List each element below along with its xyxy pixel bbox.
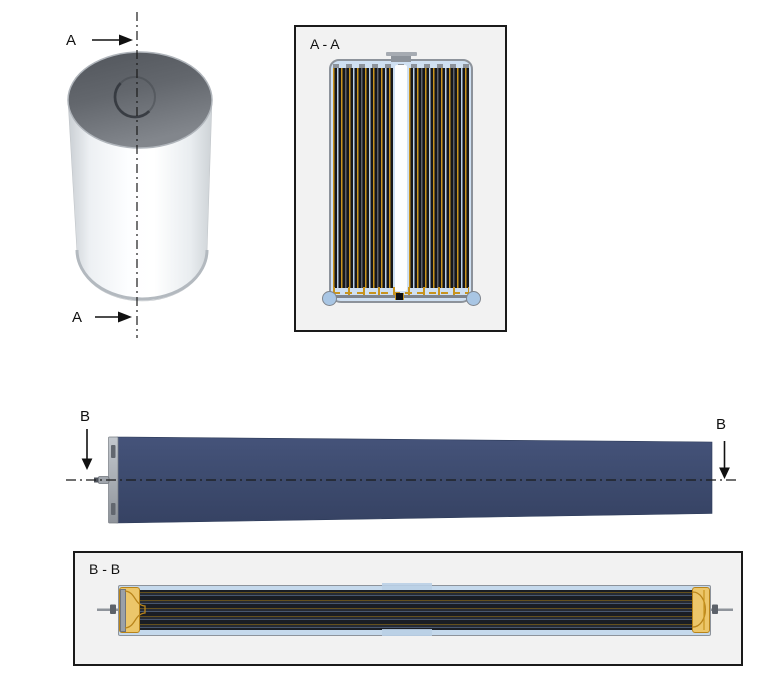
bb-terminal-pin-left xyxy=(97,608,119,611)
blade-cap-slot-top xyxy=(111,445,116,458)
bb-terminal-nub-left xyxy=(110,604,116,614)
aa-top-terminal-stem xyxy=(391,55,411,62)
blade-cell-figure: B B xyxy=(66,408,737,524)
section-aa-panel: A - A xyxy=(294,25,507,332)
section-label-b-left: B xyxy=(80,408,90,425)
bb-right-fold-arc xyxy=(692,591,707,628)
blade-cap-slot-bottom xyxy=(111,503,116,515)
cylinder-top-face xyxy=(67,51,213,149)
section-bb-title: B - B xyxy=(89,561,121,577)
bb-left-tab-funnel xyxy=(124,590,146,629)
section-arrow-b-left-head xyxy=(81,458,93,470)
bb-terminal-pin-right xyxy=(711,608,733,611)
aa-jellyroll-right xyxy=(409,68,469,288)
aa-jellyroll-left xyxy=(333,68,393,288)
aa-bottom-tab-foils xyxy=(333,287,469,295)
bb-electrode-stack xyxy=(138,590,695,630)
section-arrow-b-right-head xyxy=(719,467,730,479)
aa-top-terminal-cap xyxy=(386,52,417,56)
aa-bottom-left-bead xyxy=(322,291,337,306)
aa-bottom-right-bead xyxy=(466,291,481,306)
section-label-a-bottom: A xyxy=(72,309,82,326)
section-arrow-a-top-head xyxy=(119,34,133,46)
cylindrical-cell-figure: A A xyxy=(66,12,213,338)
aa-bottom-center-contact xyxy=(395,293,404,300)
cylinder-bottom-rim xyxy=(75,249,209,301)
bb-center-tab-top xyxy=(382,583,432,590)
bb-end-cap-right xyxy=(692,586,710,633)
aa-center-mandrel-gap xyxy=(395,65,407,291)
section-label-b-right: B xyxy=(716,416,726,433)
bb-detail-overlay xyxy=(97,583,733,636)
bb-center-tab-bottom xyxy=(382,629,432,636)
bb-terminal-nub-right xyxy=(712,604,718,614)
aa-cell-casing xyxy=(322,52,481,306)
section-label-a-top: A xyxy=(66,32,76,49)
blade-terminal-tip xyxy=(94,477,99,483)
section-arrow-a-bottom-head xyxy=(118,311,132,323)
vent-ring-shadow-arc xyxy=(113,75,157,119)
section-bb-panel: B - B xyxy=(73,551,743,666)
section-aa-title: A - A xyxy=(310,36,340,52)
bb-left-collector-plate xyxy=(120,589,126,632)
